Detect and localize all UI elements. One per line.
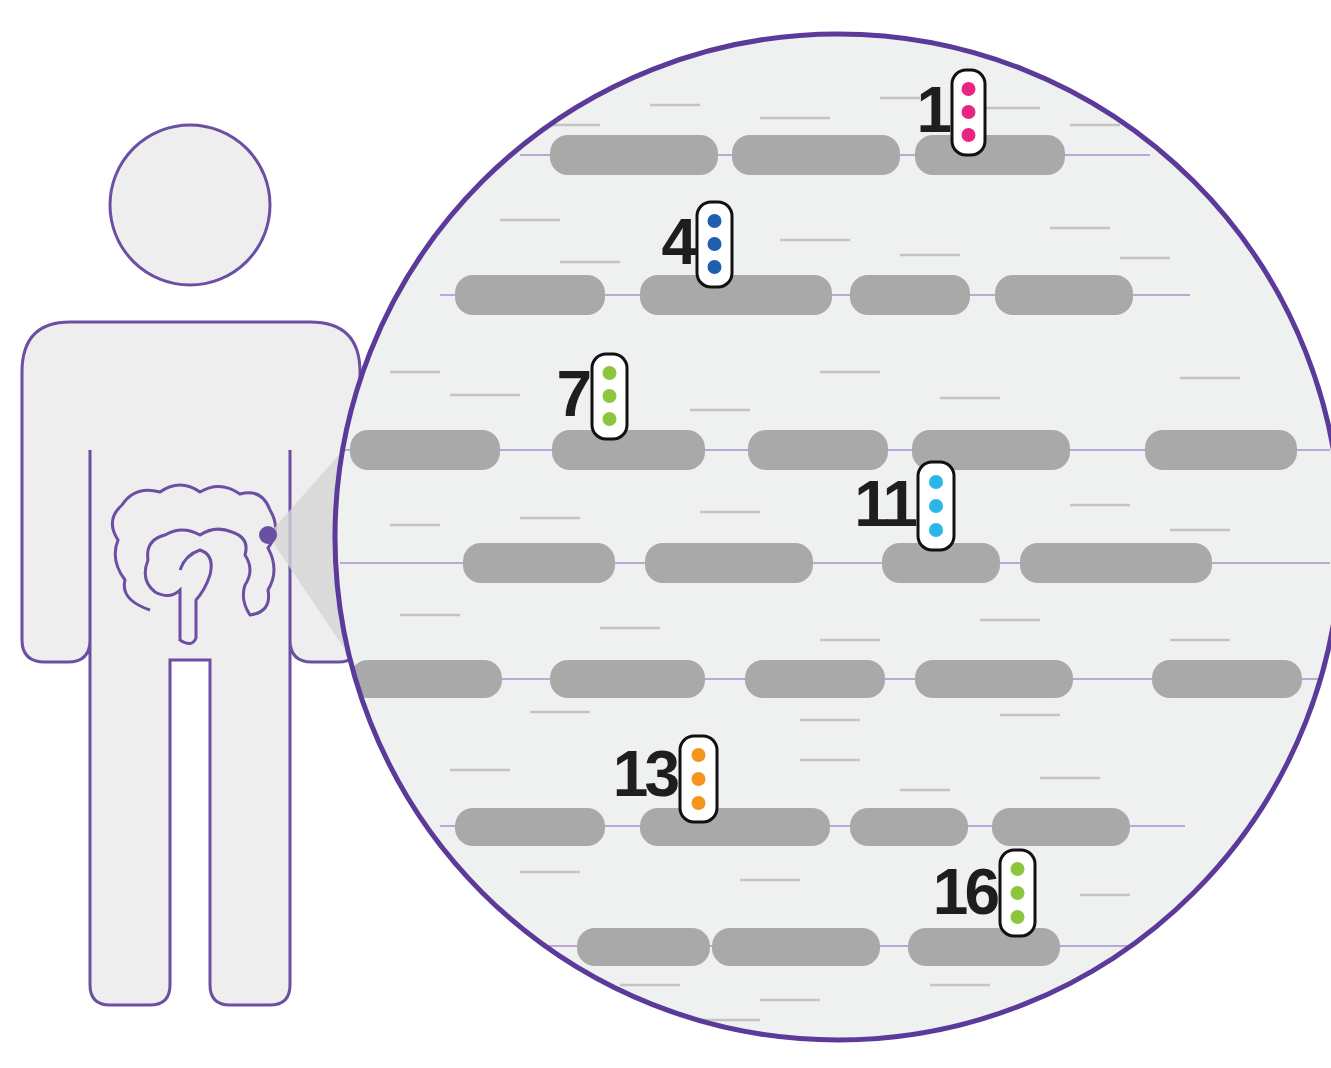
callout-number: 16 <box>933 860 996 924</box>
mutation-marker <box>1000 850 1035 936</box>
mutation-marker <box>952 70 985 155</box>
mutation-marker <box>697 202 732 287</box>
callout-number: 13 <box>613 742 676 806</box>
mutation-marker <box>680 736 717 822</box>
callout-number: 1 <box>916 78 948 142</box>
zoom-point <box>259 526 277 544</box>
person-outline <box>22 125 360 1005</box>
colon <box>112 485 275 644</box>
zoom-circle <box>335 34 1331 1040</box>
callout-number: 4 <box>661 210 693 274</box>
gene-lines <box>340 155 1330 946</box>
read-dashes <box>390 98 1240 1020</box>
callout-number: 11 <box>854 472 914 536</box>
exon-bars <box>350 135 1302 966</box>
zoom-circle-border <box>335 34 1331 1040</box>
callout-number: 7 <box>556 362 588 426</box>
mutation-marker <box>592 354 627 439</box>
reads <box>340 98 1330 1020</box>
mutation-marker <box>918 462 954 550</box>
